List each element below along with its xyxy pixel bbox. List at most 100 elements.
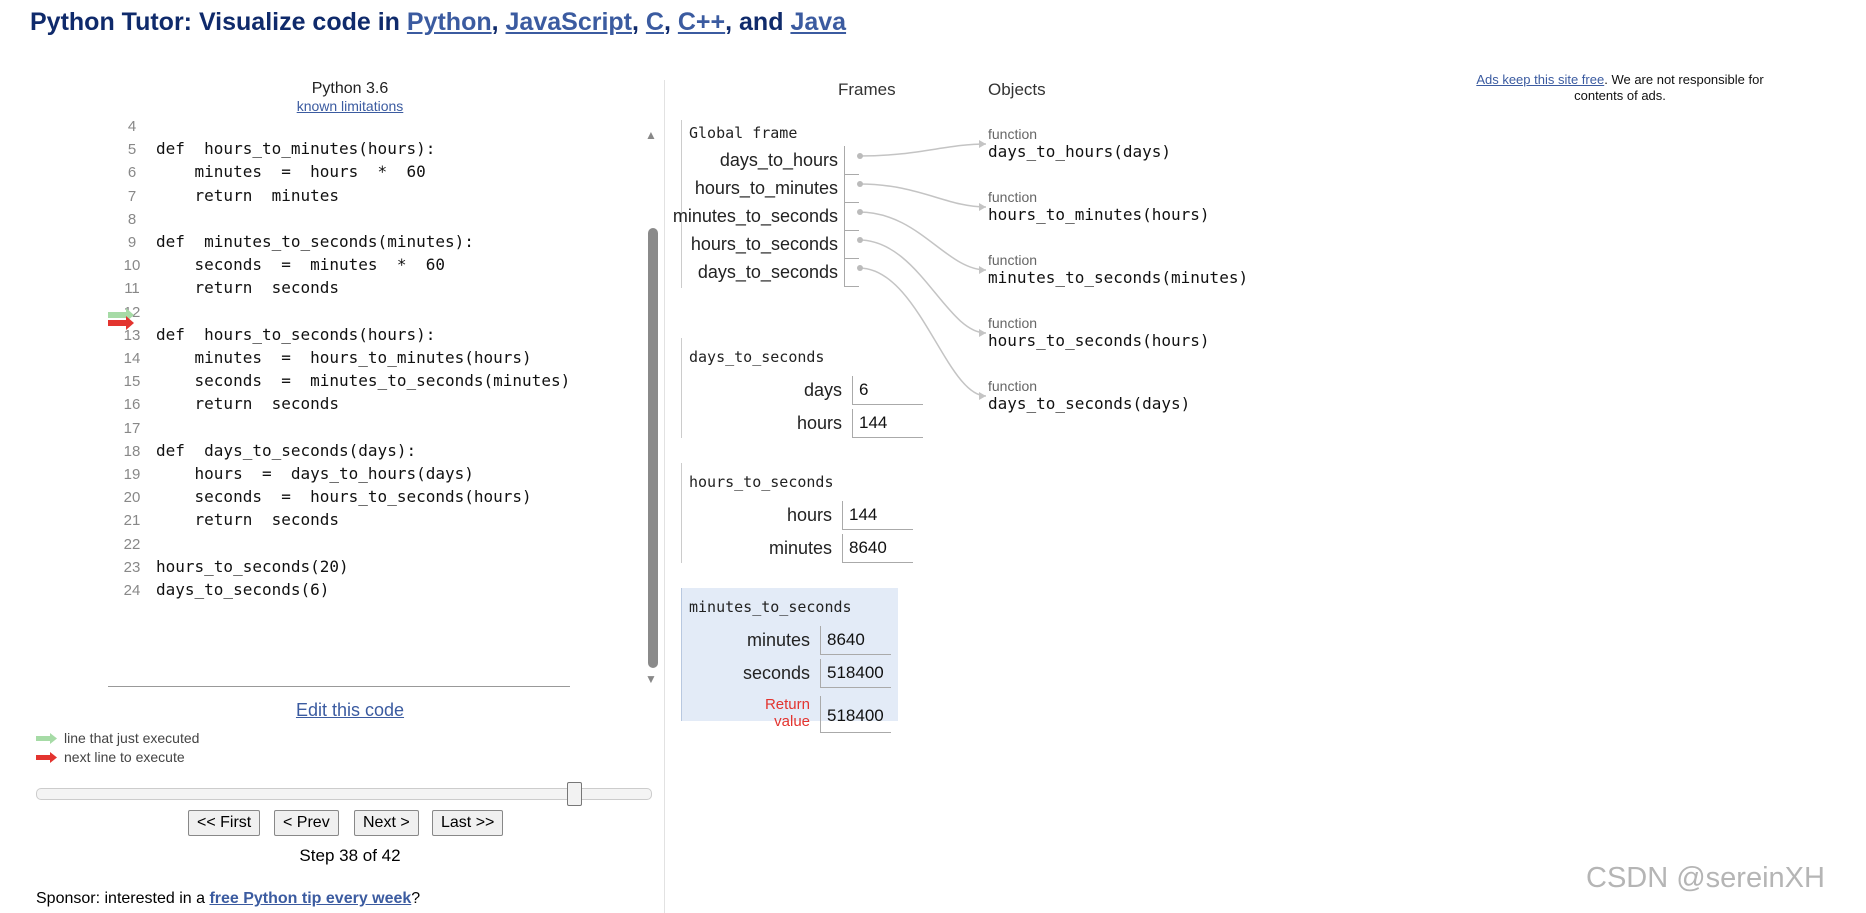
pointer-dot-icon — [857, 265, 863, 271]
line-number: 11 — [124, 280, 140, 298]
global-var-box — [844, 146, 859, 175]
line-code: hours = days_to_hours(days) — [156, 464, 474, 483]
scroll-down-arrow-icon[interactable]: ▼ — [645, 672, 657, 686]
line-number: 5 — [127, 141, 137, 159]
line-number: 24 — [123, 582, 141, 599]
line-code: return seconds — [156, 394, 340, 414]
code-line: 9 def minutes_to_seconds(minutes): — [108, 230, 474, 254]
code-line: 22 — [108, 532, 156, 556]
scroll-up-arrow-icon[interactable]: ▲ — [645, 128, 657, 142]
line-code: def hours_to_seconds(hours): — [156, 324, 436, 344]
line-code: def minutes_to_seconds(minutes): — [156, 232, 474, 251]
global-var-name: days_to_seconds — [697, 262, 838, 282]
line-number: 17 — [123, 419, 141, 437]
frame-var-value-box: 144 — [852, 409, 923, 438]
global-var-box — [844, 230, 859, 259]
global-var-box — [844, 258, 859, 287]
function-signature: hours_to_seconds(hours) — [988, 331, 1210, 350]
next-button[interactable]: Next > — [354, 810, 419, 836]
line-number: 9 — [127, 234, 137, 251]
last-button[interactable]: Last >> — [432, 810, 504, 836]
arrow-head-icon — [979, 140, 986, 148]
prev-button[interactable]: < Prev — [274, 810, 339, 836]
frame-title: days_to_seconds — [689, 348, 825, 366]
frame-var-value: 518400 — [827, 663, 884, 682]
code-line: 15 seconds = minutes_to_seconds(minutes) — [108, 369, 571, 393]
return-value-label: Return value — [764, 696, 810, 730]
return-value-box: 518400 — [820, 696, 891, 733]
step-slider-track[interactable] — [36, 788, 652, 800]
line-code: return minutes — [156, 185, 340, 205]
global-frame-title: Global frame — [689, 124, 798, 142]
first-button[interactable]: << First — [188, 810, 261, 836]
arrow-head-icon — [979, 329, 986, 337]
code-scrollbar-thumb[interactable] — [648, 228, 658, 668]
line-number: 4 — [127, 118, 137, 135]
ads-link[interactable]: Ads keep this site free — [1476, 72, 1605, 87]
arrow-head-icon — [979, 203, 986, 211]
edit-code-link[interactable]: Edit this code — [295, 700, 405, 720]
pointer-dot-icon — [857, 237, 863, 243]
page-title: Python Tutor: Visualize code in Python, … — [30, 8, 847, 36]
frame-var-name: minutes — [746, 630, 810, 650]
line-code: minutes = hours * 60 — [156, 162, 426, 182]
line-code: days_to_seconds(6) — [156, 580, 330, 599]
pointer-dot-icon — [857, 181, 863, 187]
pointer-arrow — [858, 239, 987, 334]
global-var-name: hours_to_minutes — [694, 178, 838, 198]
panel-divider — [664, 80, 665, 913]
step-slider-handle[interactable] — [567, 782, 582, 806]
lang-link-python[interactable]: Python — [406, 8, 492, 36]
line-code: seconds = minutes_to_seconds(minutes) — [156, 371, 571, 391]
line-number: 19 — [123, 466, 141, 483]
known-limitations-link[interactable]: known limitations — [296, 98, 404, 114]
next-line-arrow-icon — [108, 316, 134, 330]
line-code: hours_to_seconds(20) — [156, 556, 349, 576]
frame-var-value: 144 — [859, 413, 888, 432]
function-tag: function — [988, 315, 1038, 331]
arrow-head-icon — [979, 392, 986, 400]
line-code: def hours_to_minutes(hours): — [156, 139, 436, 159]
frames-label: Frames — [838, 80, 896, 99]
lang-link-javascript[interactable]: JavaScript — [505, 8, 632, 36]
code-line: 4 — [108, 114, 156, 138]
lang-link-c[interactable]: C — [645, 8, 664, 36]
frame-var-name: hours — [786, 505, 832, 525]
line-number: 14 — [123, 350, 141, 367]
line-number: 7 — [127, 187, 137, 205]
sponsor-text: Sponsor: interested in a free Python tip… — [36, 890, 421, 907]
arrow-head-icon — [979, 266, 986, 274]
lang-link-java[interactable]: Java — [790, 8, 847, 36]
line-code: minutes = hours_to_minutes(hours) — [156, 348, 532, 367]
pointer-arrow — [858, 211, 987, 271]
line-number: 8 — [127, 210, 137, 228]
frame-var-value: 8640 — [827, 630, 865, 649]
lang-link-cpp[interactable]: C++ — [677, 8, 726, 36]
frame-var-name: days — [803, 380, 842, 400]
code-line: 16 return seconds — [108, 392, 339, 416]
frame-var-value-box: 8640 — [820, 626, 891, 655]
code-line: 17 — [108, 416, 156, 440]
line-code: def days_to_seconds(days): — [156, 440, 417, 460]
global-var-name: days_to_hours — [719, 150, 838, 170]
python-tip-link[interactable]: free Python tip every week — [209, 890, 412, 907]
function-tag: function — [988, 189, 1038, 205]
line-number: 21 — [123, 512, 141, 530]
global-var-name: minutes_to_seconds — [672, 206, 838, 226]
frame-var-value: 6 — [859, 380, 869, 399]
line-number: 10 — [123, 257, 141, 275]
line-number: 22 — [123, 535, 141, 553]
code-line: 10 seconds = minutes * 60 — [108, 253, 445, 277]
code-divider — [108, 686, 570, 687]
line-code: return seconds — [156, 510, 340, 530]
line-number: 13 — [123, 326, 141, 344]
code-line: 8 — [108, 207, 156, 231]
